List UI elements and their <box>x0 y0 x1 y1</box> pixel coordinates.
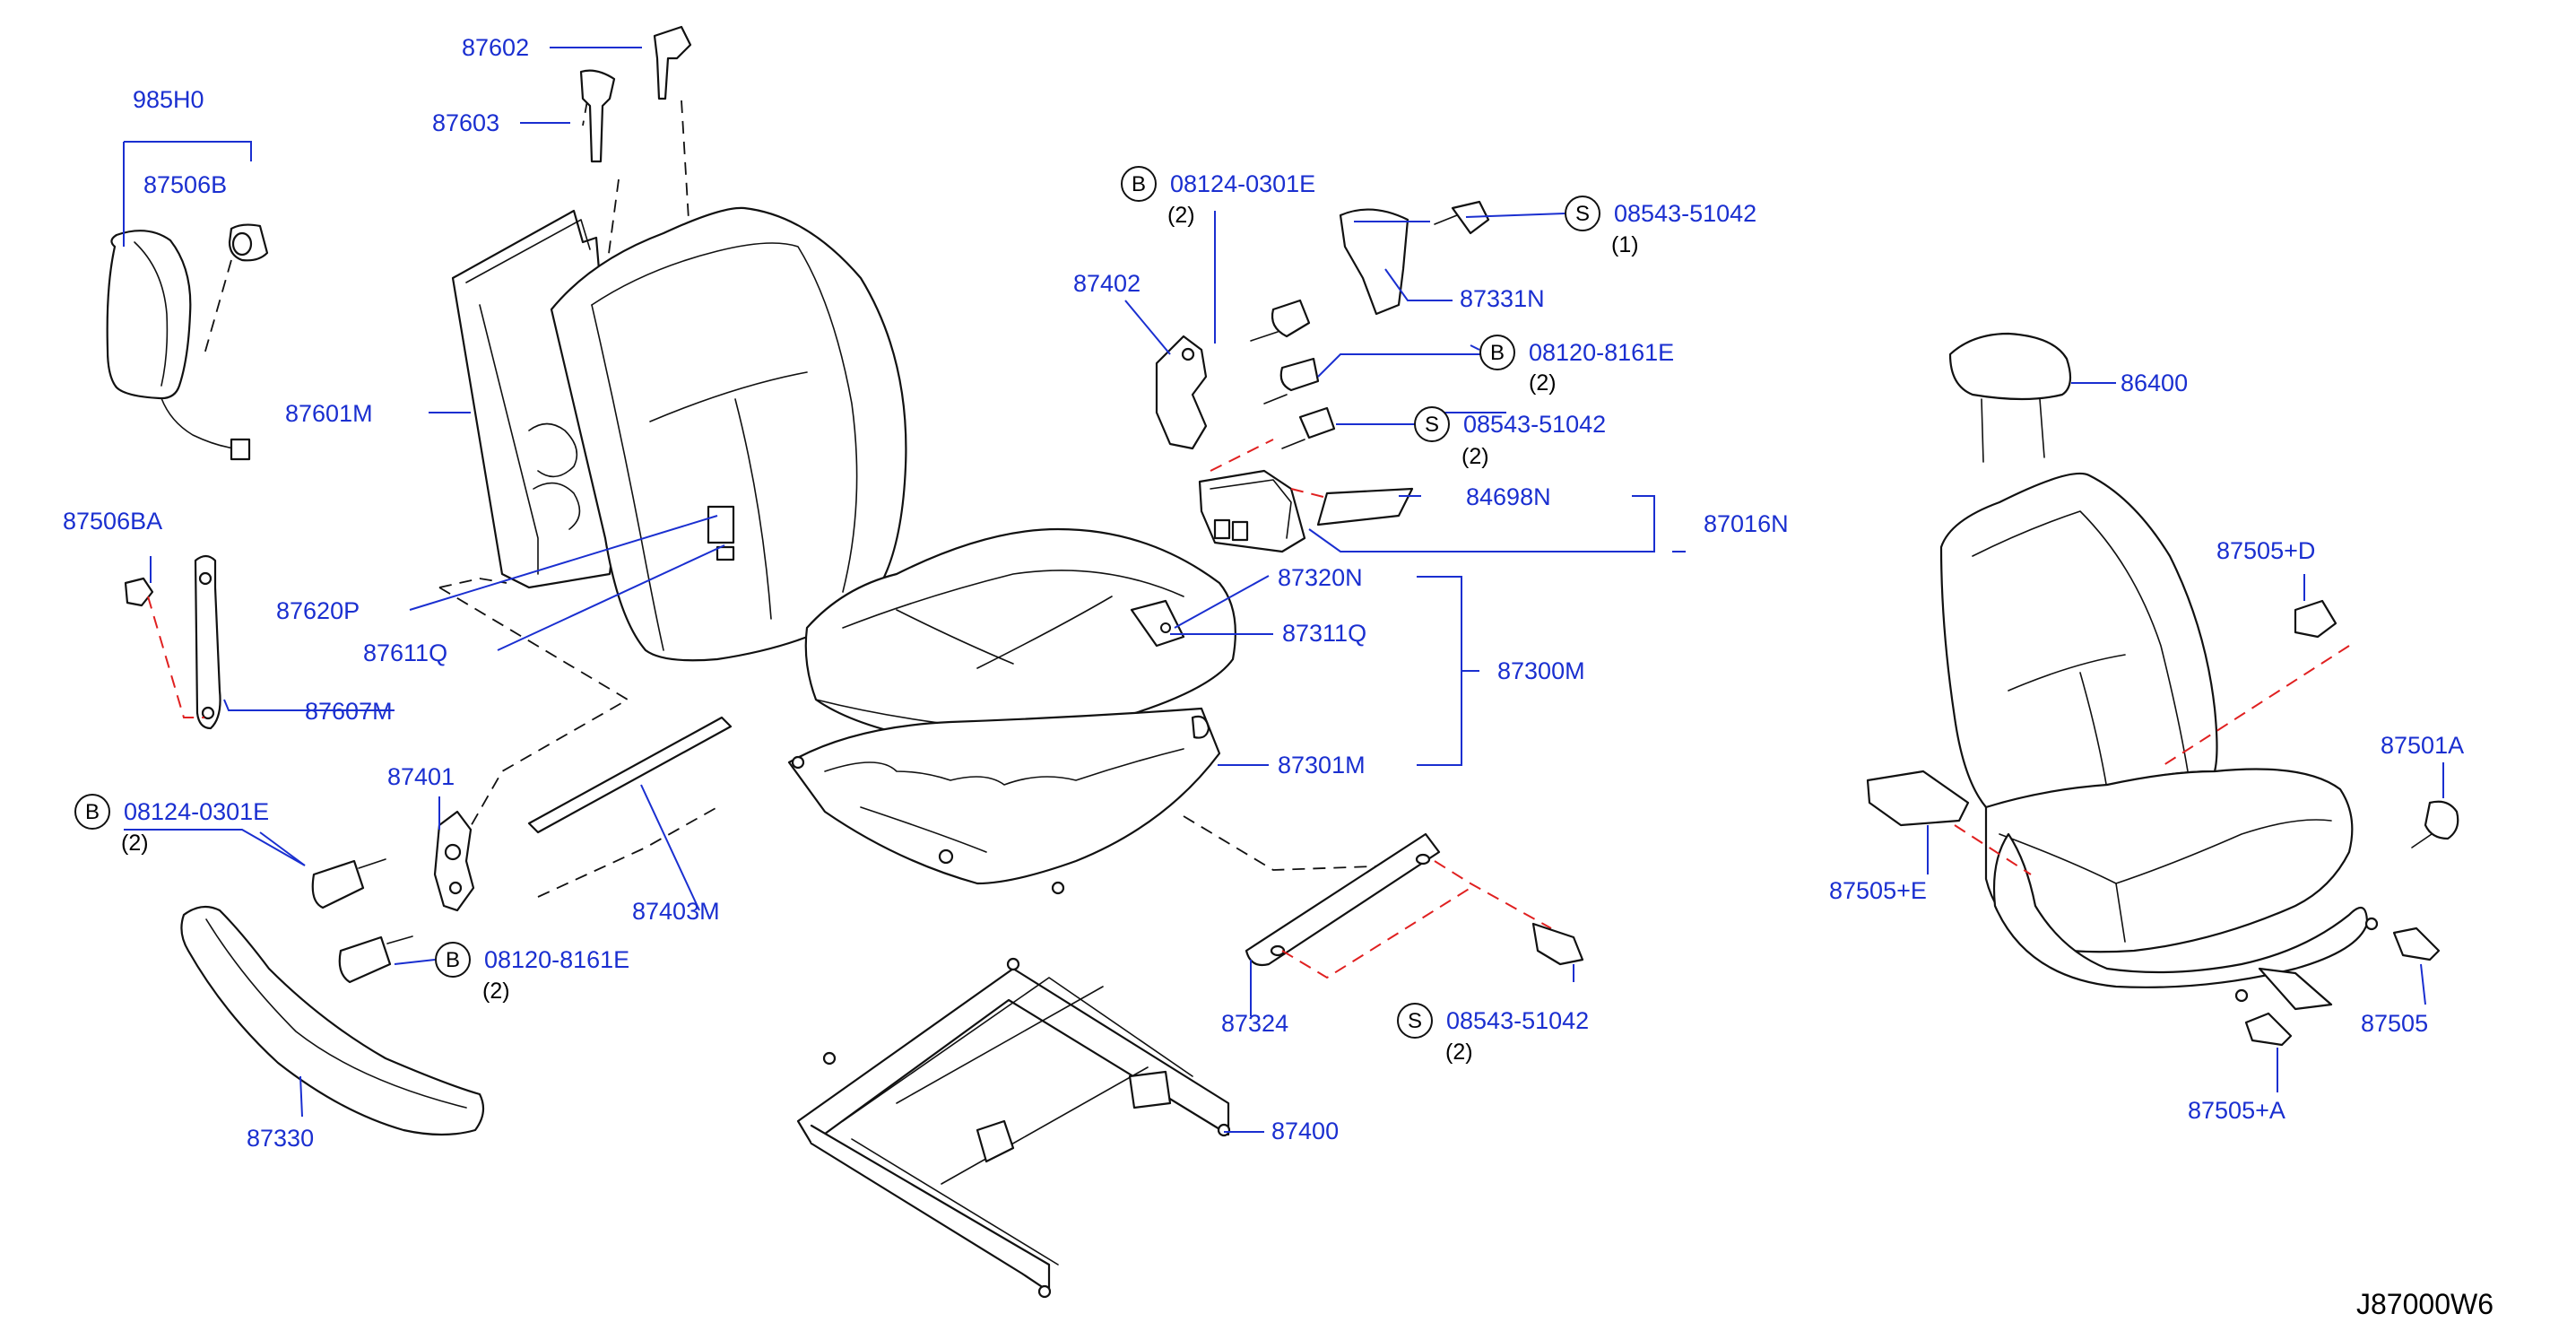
fastener-callouts: B 08124-0301E (2) S 08543-51042 (1) B 08… <box>74 166 1756 1065</box>
callout-87620P[interactable]: 87620P <box>276 597 360 624</box>
callout-87603[interactable]: 87603 <box>432 109 499 136</box>
callout-87301M[interactable]: 87301M <box>1278 752 1366 779</box>
svg-text:S: S <box>1425 413 1439 437</box>
callout-87402[interactable]: 87402 <box>1073 270 1141 297</box>
callout-87501A[interactable]: 87501A <box>2381 732 2464 759</box>
diagram-code: J87000W6 <box>2356 1288 2494 1320</box>
callout-87505A[interactable]: 87505+A <box>2188 1097 2285 1124</box>
callout-87401[interactable]: 87401 <box>387 763 455 790</box>
callout-87505E[interactable]: 87505+E <box>1829 877 1927 904</box>
recliner-drawing <box>311 810 475 984</box>
callout-87330[interactable]: 87330 <box>247 1125 314 1152</box>
rod-drawing <box>527 716 733 834</box>
headrest-assembly-drawing <box>106 223 269 461</box>
seat-back-drawing <box>438 100 907 898</box>
svg-text:(2): (2) <box>1461 444 1489 469</box>
fastener-callout-b-lower[interactable]: B 08120-8161E (2) <box>435 942 629 1004</box>
svg-text:B: B <box>1490 341 1505 365</box>
callout-87300M[interactable]: 87300M <box>1497 657 1585 684</box>
fastener-callout-s-lower[interactable]: S 08543-51042 (2) <box>1397 1003 1589 1065</box>
svg-text:B: B <box>1132 172 1146 196</box>
fastener-callout-b-upper[interactable]: B 08124-0301E (2) <box>1121 166 1315 228</box>
callout-87601M[interactable]: 87601M <box>285 400 373 427</box>
callout-87505D[interactable]: 87505+D <box>2216 537 2315 564</box>
side-cover-drawing <box>180 905 485 1136</box>
svg-text:08543-51042: 08543-51042 <box>1446 1007 1589 1034</box>
callout-labels: 87602 87603 985H0 87506B 87601M 87506BA … <box>63 34 2464 1152</box>
callout-84698N[interactable]: 84698N <box>1466 483 1551 510</box>
svg-text:08543-51042: 08543-51042 <box>1614 200 1756 227</box>
fastener-callout-b-left[interactable]: B 08124-0301E (2) <box>74 794 306 866</box>
svg-text:(2): (2) <box>482 979 510 1004</box>
callout-87506B[interactable]: 87506B <box>143 171 227 198</box>
callout-87400[interactable]: 87400 <box>1271 1118 1339 1144</box>
svg-text:08543-51042: 08543-51042 <box>1463 411 1606 438</box>
svg-text:08124-0301E: 08124-0301E <box>124 798 269 825</box>
assembled-seat-drawing <box>1866 332 2459 1047</box>
callout-87607M[interactable]: 87607M <box>305 698 393 725</box>
callout-87602[interactable]: 87602 <box>462 34 529 61</box>
svg-text:08120-8161E: 08120-8161E <box>1529 339 1674 366</box>
svg-text:B: B <box>85 800 100 824</box>
svg-text:08124-0301E: 08124-0301E <box>1170 170 1315 197</box>
callout-87324[interactable]: 87324 <box>1221 1010 1288 1037</box>
callout-87505[interactable]: 87505 <box>2361 1010 2428 1037</box>
svg-text:(1): (1) <box>1611 232 1639 257</box>
callout-87611Q[interactable]: 87611Q <box>363 639 447 666</box>
svg-text:(2): (2) <box>121 831 149 856</box>
bracket-bar-drawing <box>1245 832 1584 979</box>
callout-87311Q[interactable]: 87311Q <box>1282 620 1366 647</box>
bracket-drawing <box>124 554 221 730</box>
callout-87506BA[interactable]: 87506BA <box>63 508 162 535</box>
callout-985H0[interactable]: 985H0 <box>133 86 204 113</box>
svg-text:(2): (2) <box>1445 1040 1473 1065</box>
seat-cushion-drawing <box>787 527 1400 895</box>
fastener-callout-s-middle[interactable]: S 08543-51042 (2) <box>1414 406 1606 469</box>
switch-drawing <box>1155 200 1490 553</box>
svg-text:08120-8161E: 08120-8161E <box>484 946 629 973</box>
callout-87016N[interactable]: 87016N <box>1704 510 1789 537</box>
seat-track-drawing <box>796 957 1231 1299</box>
leader-lines <box>123 47 2444 1133</box>
svg-text:S: S <box>1575 202 1590 226</box>
callout-86400[interactable]: 86400 <box>2121 370 2188 396</box>
svg-text:(2): (2) <box>1167 203 1195 228</box>
headrest-guide-drawing <box>579 25 692 163</box>
callout-87331N[interactable]: 87331N <box>1460 285 1545 312</box>
callout-87320N[interactable]: 87320N <box>1278 564 1363 591</box>
fastener-callout-b-middle[interactable]: B 08120-8161E (2) <box>1479 335 1674 396</box>
svg-text:(2): (2) <box>1529 370 1557 396</box>
svg-text:S: S <box>1408 1009 1422 1033</box>
svg-text:B: B <box>446 948 460 972</box>
callout-87403M[interactable]: 87403M <box>632 898 720 925</box>
fastener-callout-s-upper[interactable]: S 08543-51042 (1) <box>1565 196 1756 257</box>
